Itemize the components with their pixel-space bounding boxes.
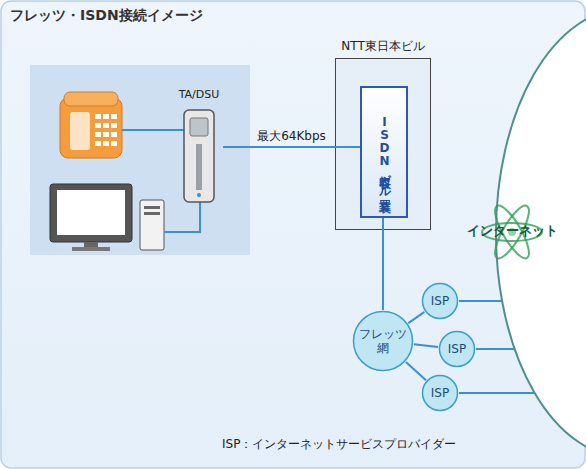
- building-label: NTT東日本ビル: [302, 38, 464, 55]
- connector-line: [406, 362, 426, 380]
- connector-line: [382, 218, 384, 310]
- phone-wire: [122, 129, 187, 131]
- circle-label: フレッツ網: [356, 327, 410, 356]
- isdn-equipment-box: ISDN収容ビル装置: [360, 86, 408, 218]
- diagram-caption: ISP：インターネットサービスプロバイダー: [222, 436, 456, 453]
- connector: [459, 301, 502, 302]
- connector: [476, 349, 515, 350]
- connector: [223, 147, 360, 148]
- premises-area: [30, 65, 250, 255]
- telephone-illustration: [60, 92, 122, 158]
- ta-dsu-illustration: [175, 108, 223, 206]
- connector: [383, 218, 384, 310]
- connector-line: [414, 344, 438, 347]
- diagram-title: フレッツ・ISDN接続イメージ: [10, 7, 203, 25]
- connector: [406, 362, 426, 380]
- connector: [459, 393, 535, 394]
- connector-line: [459, 300, 502, 302]
- connector-line: [476, 348, 515, 350]
- circle-label: ISP: [448, 342, 466, 356]
- isp-circle: ISP: [438, 330, 476, 368]
- connector-line: [223, 146, 360, 148]
- circle-label: ISP: [431, 386, 449, 400]
- connector-line: [459, 392, 535, 394]
- atom-icon: [482, 202, 542, 263]
- pc-wire: [164, 200, 200, 232]
- internet-cloud: インターネット: [495, 8, 586, 458]
- connector-line: [408, 312, 424, 323]
- connector: [414, 344, 438, 347]
- device-label: TA/DSU: [155, 88, 243, 101]
- circle-label: ISP: [431, 294, 449, 308]
- edge-label: 最大64Kbps: [257, 128, 326, 145]
- isp-circle: ISP: [421, 282, 459, 320]
- ntt-building: NTT東日本ビルISDN収容ビル装置: [322, 38, 444, 230]
- computer-illustration: [50, 184, 164, 251]
- flets-network-circle: フレッツ網: [352, 310, 414, 372]
- isp-circle: ISP: [421, 374, 459, 412]
- internet-label: インターネット: [450, 222, 575, 240]
- vertical-label: ISDN収容ビル装置: [377, 115, 390, 189]
- ta-dsu-device: TA/DSU: [175, 88, 223, 206]
- connector: [408, 312, 424, 323]
